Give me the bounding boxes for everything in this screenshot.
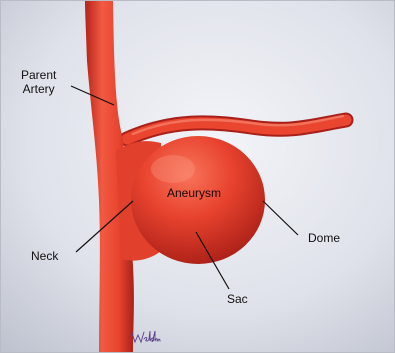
aneurysm-sac xyxy=(131,136,265,264)
artist-signature xyxy=(131,327,161,347)
label-aneurysm: Aneurysm xyxy=(167,186,221,200)
label-dome: Dome xyxy=(308,231,340,245)
label-parent-artery: Parent Artery xyxy=(21,68,56,96)
label-neck: Neck xyxy=(31,249,58,263)
label-sac: Sac xyxy=(227,292,248,306)
sac-highlight xyxy=(151,155,195,183)
